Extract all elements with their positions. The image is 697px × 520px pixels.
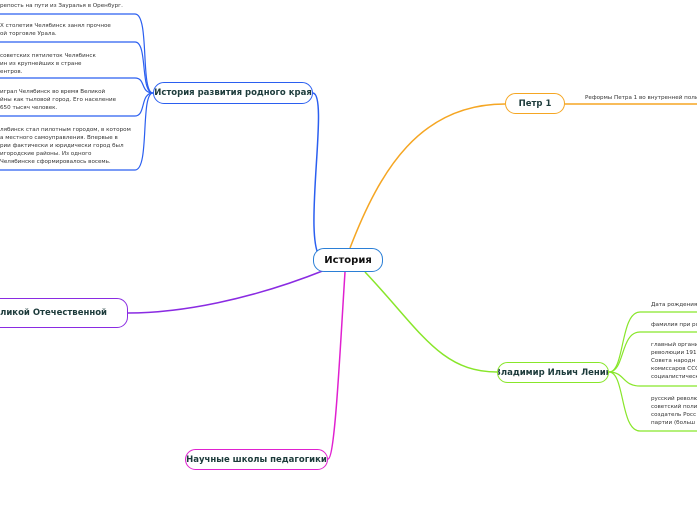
branch-lenin[interactable]: Владимир Ильич Ленин xyxy=(497,362,609,383)
petr-leaf[interactable]: Реформы Петра 1 во внутренней поли xyxy=(585,95,697,101)
lenin-leaf[interactable]: главный органи революции 191 Совета наро… xyxy=(651,342,697,380)
history-leaf[interactable]: играл Челябинск во время Великой йны как… xyxy=(0,89,117,111)
branch-history[interactable]: История развития родного края xyxy=(153,82,313,104)
root-node[interactable]: История xyxy=(313,248,383,272)
history-leaf[interactable]: советских пятилеток Челябинск ин из круп… xyxy=(0,53,96,75)
history-leaf[interactable]: репость на пути из Зауралья в Оренбург. xyxy=(0,3,123,9)
branch-schools[interactable]: Научные школы педагогики xyxy=(185,449,328,470)
branch-war[interactable]: ы Великой Отечественной xyxy=(0,298,128,328)
lenin-leaf[interactable]: фамилия при ро xyxy=(651,322,697,328)
branch-petr[interactable]: Петр 1 xyxy=(505,93,565,114)
history-leaf[interactable]: лябинск стал пилотным городом, в котором… xyxy=(0,127,131,165)
lenin-leaf[interactable]: русский револю советский поли создатель … xyxy=(651,396,697,426)
lenin-leaf[interactable]: Дата рождения: xyxy=(651,302,697,308)
history-leaf[interactable]: X столетия Челябинск занял прочное ой то… xyxy=(0,23,111,37)
